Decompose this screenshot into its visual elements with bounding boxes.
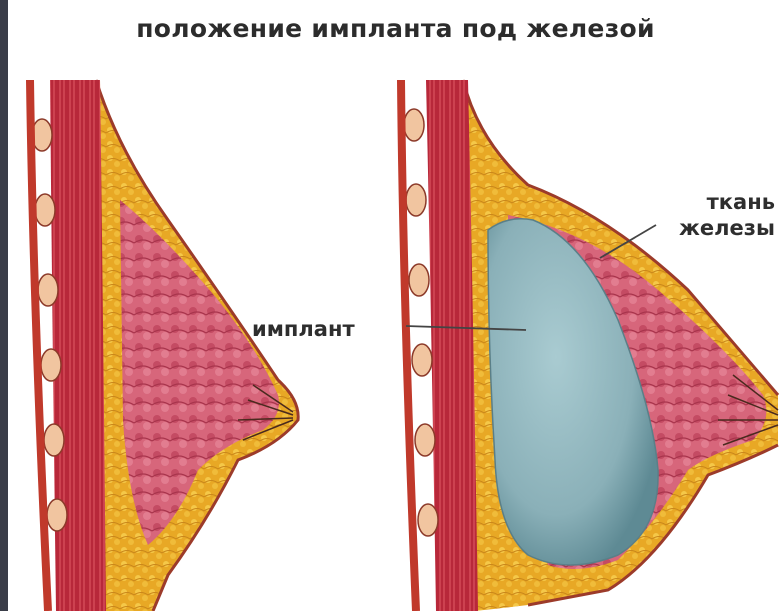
left-breast-figure (30, 80, 298, 611)
left-chest-edge (30, 80, 48, 611)
right-breast-figure (401, 80, 778, 611)
implant-label: имплант (252, 316, 355, 342)
right-chest-edge (401, 80, 416, 611)
gland-tissue-label-line2: железы (679, 215, 775, 241)
diagram-frame: положение импланта под железой имплант т… (8, 0, 783, 611)
gland-tissue-label: ткань железы (679, 189, 775, 241)
diagram-title: положение импланта под железой (8, 14, 783, 43)
anatomy-illustration (8, 0, 783, 611)
gland-tissue-label-line1: ткань (679, 189, 775, 215)
